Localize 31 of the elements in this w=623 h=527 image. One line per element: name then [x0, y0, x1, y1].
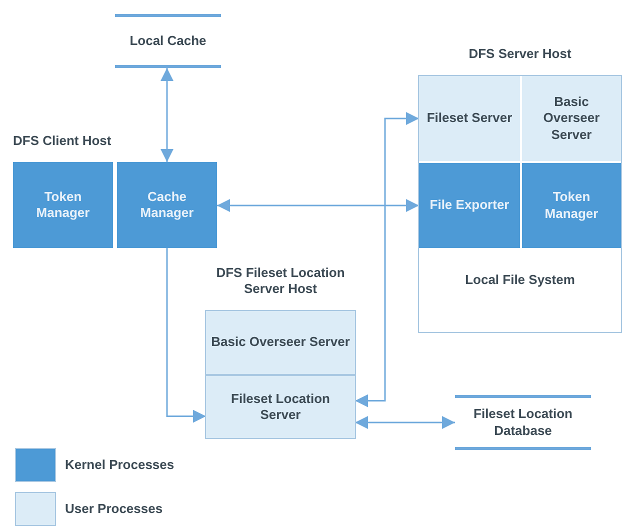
- legend-label: User Processes: [65, 501, 163, 516]
- arrow: [217, 199, 419, 212]
- data-store: [115, 14, 221, 68]
- kernel-process-box: [419, 163, 520, 248]
- node-label: Fileset Location Server: [230, 390, 331, 424]
- node-label: Local Cache: [128, 32, 208, 50]
- arrow: [166, 248, 206, 423]
- kernel-process-box: [13, 162, 113, 248]
- arrow: [355, 416, 455, 429]
- node-label: Basic Overseer Server: [210, 334, 351, 351]
- host-heading: DFS Server Host: [468, 46, 572, 62]
- arrow: [160, 68, 174, 162]
- host-heading: DFS Client Host: [13, 133, 112, 148]
- user-process-box: [206, 311, 355, 374]
- host-heading: DFS Fileset Location Server Host: [215, 265, 346, 298]
- host-label: Local File System: [464, 272, 576, 288]
- node-label: Fileset Location Database: [472, 406, 574, 439]
- user-process-box: [206, 376, 355, 438]
- legend-label: Kernel Processes: [65, 457, 174, 472]
- node-label: Token Manager: [35, 188, 91, 222]
- kernel-process-box: [117, 162, 217, 248]
- node-label: Fileset Server: [426, 110, 514, 127]
- user-process-box: [419, 76, 520, 161]
- user-process-box: [522, 76, 621, 161]
- node-label: Token Manager: [544, 189, 600, 222]
- node-label: Cache Manager: [139, 188, 195, 222]
- data-store: [455, 395, 591, 450]
- arrow: [355, 112, 419, 408]
- node-label: File Exporter: [428, 197, 510, 214]
- kernel-process-box: [522, 163, 621, 248]
- node-label: Basic Overseer Server: [542, 94, 601, 143]
